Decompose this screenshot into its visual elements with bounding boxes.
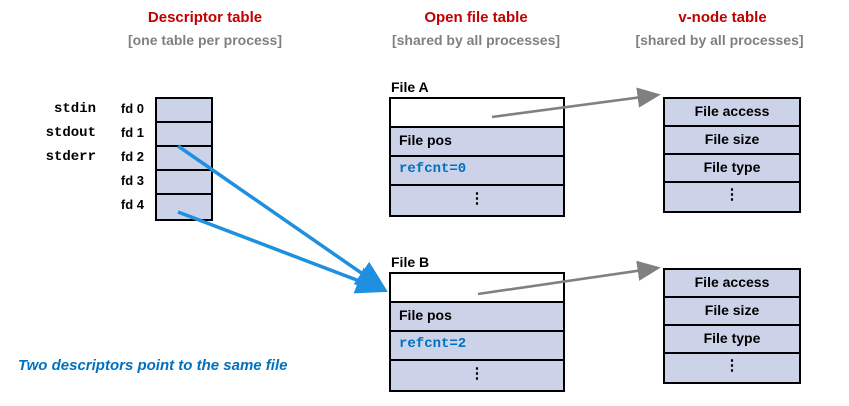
descriptor-slot-1[interactable] [157,123,211,147]
fd-number: fd 4 [120,197,144,212]
caption-two-descriptors: Two descriptors point to the same file [18,357,288,374]
fd-label-row: stdin fd 0 [22,97,150,121]
vnode-b-file-access[interactable]: File access [665,270,799,298]
vnode-table-b: File access File size File type ⋮ [663,268,801,384]
file-a-file-pos[interactable]: File pos [391,128,563,157]
fd-stream-name: stdin [53,101,96,117]
heading-vnode-table: v-node table [678,9,767,26]
fd-label-row: stdout fd 1 [22,121,150,145]
vnode-table-a: File access File size File type ⋮ [663,97,801,213]
fd-number: fd 2 [120,149,144,164]
subheading-descriptor-table: [one table per process] [127,32,283,48]
descriptor-slot-2[interactable] [157,147,211,171]
file-b-file-pos[interactable]: File pos [391,303,563,332]
arrow-fd4-to-fileb [177,210,388,294]
file-a-row-empty[interactable] [391,99,563,128]
file-b-refcnt[interactable]: refcnt=2 [391,332,563,361]
vnode-b-file-type[interactable]: File type [665,326,799,354]
fd-number: fd 3 [120,173,144,188]
descriptor-slot-3[interactable] [157,171,211,195]
vnode-a-file-size[interactable]: File size [665,127,799,155]
subheading-open-file-table: [shared by all processes] [391,32,561,48]
descriptor-slot-0[interactable] [157,99,211,123]
open-file-table-b: File pos refcnt=2 ⋮ [389,272,565,392]
vnode-a-file-access[interactable]: File access [665,99,799,127]
subheading-vnode-table: [shared by all processes] [635,32,804,48]
file-b-ellipsis: ⋮ [391,361,563,390]
file-a-refcnt[interactable]: refcnt=0 [391,157,563,186]
fd-number: fd 1 [120,125,144,140]
vnode-b-ellipsis: ⋮ [665,354,799,382]
file-a-ellipsis: ⋮ [391,186,563,215]
file-a-label: File A [391,79,429,95]
heading-open-file-table: Open file table [424,9,528,26]
vnode-a-file-type[interactable]: File type [665,155,799,183]
fd-label-row: fd 4 [22,193,150,217]
file-b-row-empty[interactable] [391,274,563,303]
vnode-b-file-size[interactable]: File size [665,298,799,326]
fd-stream-name: stdout [45,125,96,141]
fd-label-row: stderr fd 2 [22,145,150,169]
descriptor-table [155,97,213,221]
file-b-label: File B [391,254,430,270]
descriptor-slot-4[interactable] [157,195,211,219]
fd-stream-name: stderr [45,149,96,165]
vnode-a-ellipsis: ⋮ [665,183,799,211]
heading-descriptor-table: Descriptor table [147,9,263,26]
fd-label-row: fd 3 [22,169,150,193]
fd-number: fd 0 [120,101,144,116]
descriptor-fd-labels: stdin fd 0 stdout fd 1 stderr fd 2 fd 3 … [22,97,150,217]
open-file-table-a: File pos refcnt=0 ⋮ [389,97,565,217]
